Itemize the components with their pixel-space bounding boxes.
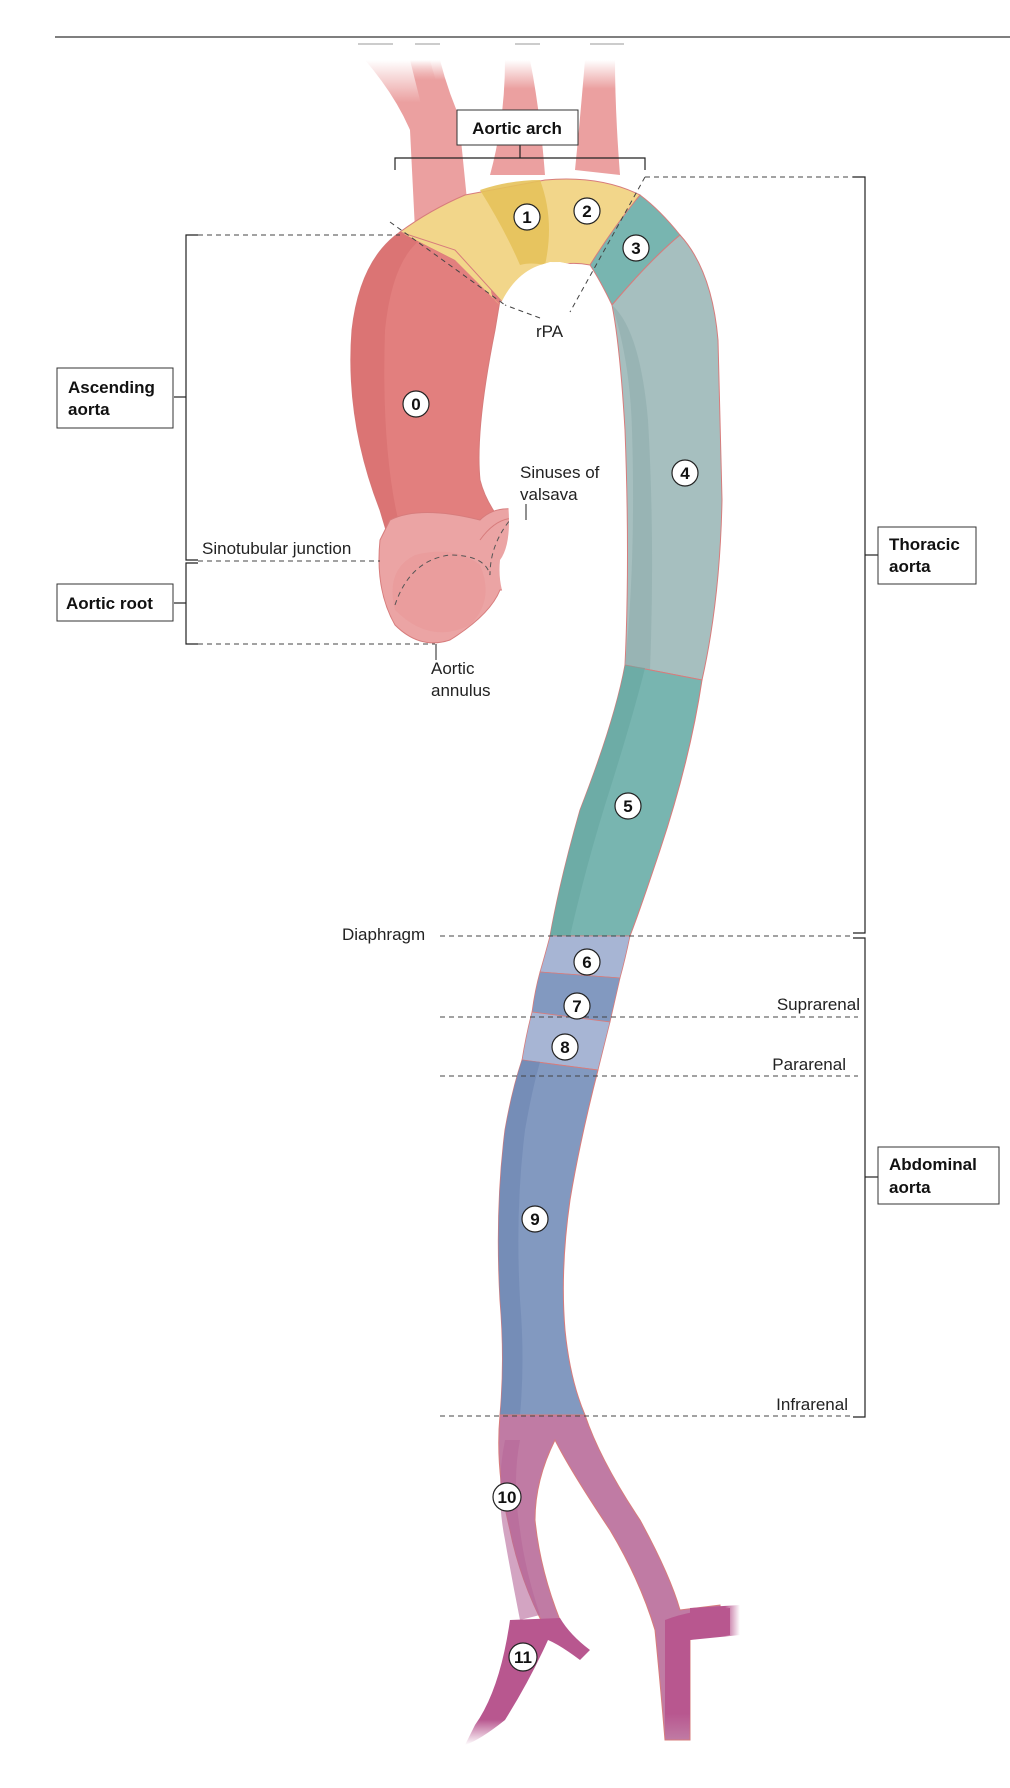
svg-text:9: 9 bbox=[530, 1210, 539, 1229]
zone-marker-0: 0 bbox=[402, 390, 430, 418]
zone-marker-11: 11 bbox=[508, 1642, 538, 1672]
thoracic-aorta-bracket bbox=[853, 176, 866, 934]
arch-branch-vessels bbox=[365, 60, 620, 230]
svg-text:Aortic root: Aortic root bbox=[66, 594, 153, 613]
arch-inner-curve bbox=[498, 262, 625, 700]
zone-4 bbox=[611, 234, 723, 681]
label-thoracic-aorta: Thoracic aorta bbox=[877, 526, 977, 585]
svg-text:8: 8 bbox=[560, 1038, 569, 1057]
svg-text:Aortic arch: Aortic arch bbox=[472, 119, 562, 138]
zone-marker-3: 3 bbox=[622, 234, 650, 262]
sinotubular-junction-label: Sinotubular junction bbox=[202, 539, 351, 558]
svg-text:1: 1 bbox=[522, 208, 531, 227]
svg-text:Ascending: Ascending bbox=[68, 378, 155, 397]
svg-text:5: 5 bbox=[623, 797, 632, 816]
svg-text:11: 11 bbox=[514, 1648, 532, 1667]
svg-text:10: 10 bbox=[498, 1488, 517, 1507]
zone-marker-6: 6 bbox=[573, 948, 601, 976]
label-aortic-arch: Aortic arch bbox=[456, 109, 579, 146]
zone-marker-5: 5 bbox=[614, 792, 642, 820]
svg-text:Thoracic: Thoracic bbox=[889, 535, 960, 554]
zone-9-shade bbox=[498, 1060, 540, 1415]
aortic-annulus-label: Aortic bbox=[431, 659, 475, 678]
aortic-root-sinuses bbox=[378, 508, 542, 644]
infrarenal-label: Infrarenal bbox=[776, 1395, 848, 1414]
label-aortic-root: Aortic root bbox=[56, 583, 174, 622]
rpa-label: rPA bbox=[536, 322, 564, 341]
suprarenal-label: Suprarenal bbox=[777, 995, 860, 1014]
zone-marker-9: 9 bbox=[521, 1205, 549, 1233]
svg-text:6: 6 bbox=[582, 953, 591, 972]
zone-marker-8: 8 bbox=[551, 1033, 579, 1061]
sinus-dashed-outline bbox=[394, 511, 531, 606]
ascending-inner-shadow bbox=[350, 232, 420, 560]
leader-lines bbox=[435, 504, 527, 660]
aortic-annulus-label-2: annulus bbox=[431, 681, 491, 700]
svg-text:Abdominal: Abdominal bbox=[889, 1155, 977, 1174]
pararenal-label: Pararenal bbox=[772, 1055, 846, 1074]
zone-marker-10: 10 bbox=[492, 1482, 522, 1512]
zone-number-markers: 0 1 2 3 4 5 6 7 8 9 10 11 bbox=[402, 197, 699, 1672]
label-abdominal-aorta: Abdominal aorta bbox=[877, 1146, 1000, 1205]
svg-text:0: 0 bbox=[411, 395, 420, 414]
zone-marker-4: 4 bbox=[671, 459, 699, 487]
zone-marker-7: 7 bbox=[563, 992, 591, 1020]
dashed-guides bbox=[198, 176, 858, 1417]
zone-marker-2: 2 bbox=[573, 197, 601, 225]
sinuses-of-valsava-label: Sinuses of bbox=[520, 463, 600, 482]
svg-text:4: 4 bbox=[680, 464, 690, 483]
svg-text:3: 3 bbox=[631, 239, 640, 258]
aortic-root-bracket bbox=[185, 562, 198, 645]
svg-text:2: 2 bbox=[582, 202, 591, 221]
diaphragm-label: Diaphragm bbox=[342, 925, 425, 944]
svg-text:aorta: aorta bbox=[889, 557, 931, 576]
ascending-aorta-bracket bbox=[185, 234, 198, 561]
zone-marker-1: 1 bbox=[513, 203, 541, 231]
svg-text:aorta: aorta bbox=[889, 1178, 931, 1197]
svg-text:7: 7 bbox=[572, 997, 581, 1016]
svg-text:aorta: aorta bbox=[68, 400, 110, 419]
iliac-arteries bbox=[465, 1414, 740, 1745]
label-ascending-aorta: Ascending aorta bbox=[56, 367, 174, 429]
bracket-lines bbox=[174, 144, 878, 1418]
sinuses-of-valsava-label-2: valsava bbox=[520, 485, 578, 504]
landmark-labels: Sinotubular junction Sinuses of valsava … bbox=[202, 322, 860, 1414]
